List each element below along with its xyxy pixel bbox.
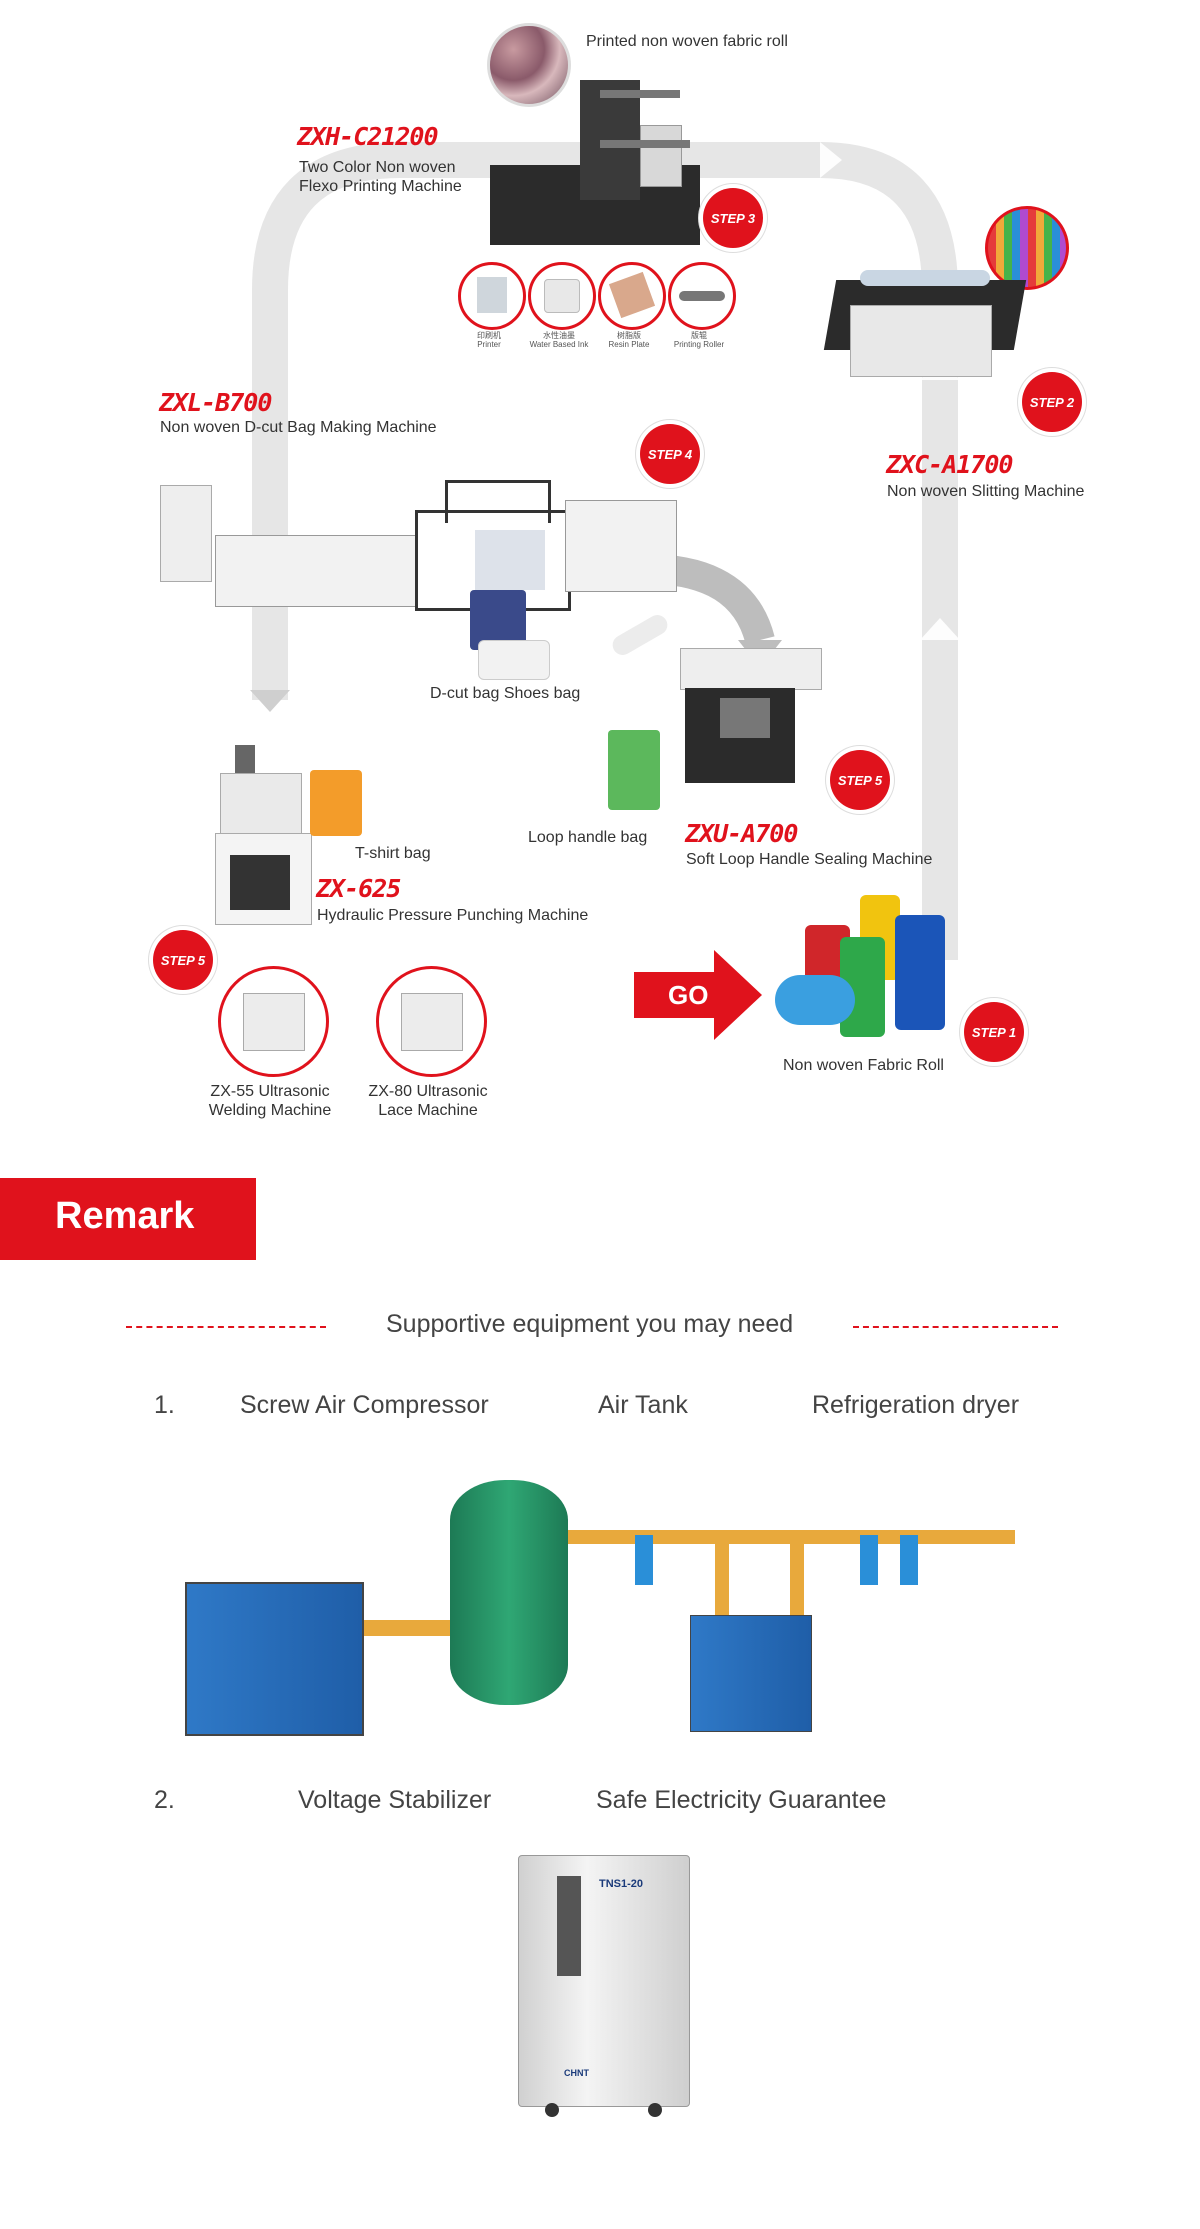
item1-number: 1. <box>154 1391 175 1419</box>
compressor-unit <box>185 1582 364 1736</box>
welding-label-1: ZX-55 Ultrasonic <box>210 1083 330 1100</box>
dash-right <box>853 1326 1058 1328</box>
step-5-badge-ultrasonic: STEP 5 <box>153 930 213 990</box>
slitting-machine-image <box>820 250 1030 405</box>
go-label: GO <box>668 980 709 1010</box>
step-2-badge: STEP 2 <box>1022 372 1082 432</box>
punch-machine-image <box>210 745 312 930</box>
air-tank-unit <box>450 1480 568 1705</box>
remark-banner <box>0 1178 256 1260</box>
accessory-roller-cn: 版辊 <box>691 331 707 340</box>
loop-model: ZXU-A700 <box>685 819 798 848</box>
dcut-bag-label: D-cut bag Shoes bag <box>430 685 581 702</box>
loop-machine-image <box>680 648 825 788</box>
loop-bag-label: Loop handle bag <box>528 829 648 846</box>
printing-model: ZXH-C21200 <box>297 122 439 151</box>
stabilizer-wheel-left <box>545 2103 559 2117</box>
lace-machine-image <box>376 966 487 1077</box>
loop-desc: Soft Loop Handle Sealing Machine <box>686 851 933 868</box>
printing-desc-2: Flexo Printing Machine <box>299 178 462 195</box>
step-4-badge: STEP 4 <box>640 424 700 484</box>
shoes-bag-image <box>478 640 550 680</box>
color-rolls-image <box>985 206 1069 290</box>
item1-air-tank: Air Tank <box>598 1391 688 1419</box>
loop-bag-image <box>608 730 660 810</box>
punch-desc: Hydraulic Pressure Punching Machine <box>317 907 589 924</box>
air-system-image <box>180 1470 1015 1750</box>
accessory-ink-cn: 水性油墨 <box>543 331 575 340</box>
accessory-plate-cn: 树脂版 <box>617 331 641 340</box>
accessory-ink-en: Water Based Ink <box>529 340 589 349</box>
go-arrow <box>634 950 762 1040</box>
resin-plate-icon <box>598 262 666 330</box>
printed-roll-image <box>487 23 571 107</box>
dcut-desc: Non woven D-cut Bag Making Machine <box>160 419 437 436</box>
tshirt-bag-image <box>310 770 362 836</box>
fabric-label: Non woven Fabric Roll <box>783 1057 944 1074</box>
dryer-unit <box>690 1615 812 1732</box>
accessory-printer-cn: 印刷机 <box>477 331 501 340</box>
step-3-badge: STEP 3 <box>703 188 763 248</box>
item1-dryer: Refrigeration dryer <box>812 1391 1020 1419</box>
item1-compressor: Screw Air Compressor <box>240 1391 489 1419</box>
tshirt-bag-label: T-shirt bag <box>355 845 431 862</box>
slitting-desc: Non woven Slitting Machine <box>887 483 1085 500</box>
printing-machine-image <box>490 70 710 255</box>
lace-label-2: Lace Machine <box>378 1102 478 1119</box>
accessory-roller-en: Printing Roller <box>673 340 725 349</box>
welding-label-2: Welding Machine <box>208 1102 332 1119</box>
stabilizer-model: TNS1-20 <box>599 1878 644 1890</box>
lace-label-1: ZX-80 Ultrasonic <box>368 1083 488 1100</box>
punch-model: ZX-625 <box>316 874 401 903</box>
step-5-badge-loop: STEP 5 <box>830 750 890 810</box>
printing-desc-1: Two Color Non woven <box>299 159 456 176</box>
ink-bucket-icon <box>528 262 596 330</box>
accessory-plate-en: Resin Plate <box>608 340 650 349</box>
remark-subtitle: Supportive equipment you may need <box>386 1310 794 1338</box>
item2-safe-electricity: Safe Electricity Guarantee <box>596 1786 887 1814</box>
stabilizer-logo: CHNT <box>564 2068 589 2078</box>
step-1-badge: STEP 1 <box>964 1002 1024 1062</box>
remark-title: Remark <box>55 1195 195 1237</box>
printed-roll-label: Printed non woven fabric roll <box>586 33 788 50</box>
slitting-model: ZXC-A1700 <box>886 450 1013 479</box>
printing-roller-icon <box>668 262 736 330</box>
item2-stabilizer: Voltage Stabilizer <box>298 1786 492 1814</box>
fabric-rolls-image <box>775 895 975 1040</box>
item2-number: 2. <box>154 1786 175 1814</box>
dcut-model: ZXL-B700 <box>159 388 272 417</box>
stabilizer-wheel-right <box>648 2103 662 2117</box>
printer-icon <box>458 262 526 330</box>
welding-machine-image <box>218 966 329 1077</box>
voltage-stabilizer-image: TNS1-20 CHNT <box>518 1855 690 2107</box>
dash-left <box>126 1326 326 1328</box>
accessory-printer-en: Printer <box>477 340 501 349</box>
dcut-machine-image <box>155 440 705 625</box>
